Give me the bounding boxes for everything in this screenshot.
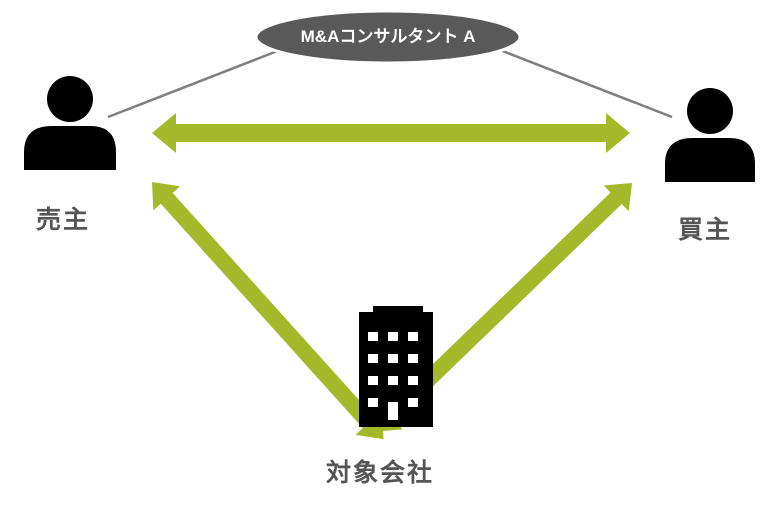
company-label: 対象会社 <box>326 458 435 487</box>
consultant-label: M&Aコンサルタント A <box>300 27 476 46</box>
seller-company-arrow <box>152 182 384 440</box>
office-building-icon <box>359 306 433 427</box>
seller-buyer-arrow <box>152 113 630 153</box>
consultant-buyer-connector <box>499 48 673 119</box>
consultant-bubble <box>254 9 522 65</box>
seller-label: 売主 <box>36 205 91 234</box>
buyer-company-arrow <box>374 183 632 432</box>
seller-person-icon <box>24 76 116 170</box>
consultant-seller-connector <box>107 48 281 119</box>
buyer-person-icon <box>665 88 755 182</box>
buyer-label: 買主 <box>678 215 733 244</box>
